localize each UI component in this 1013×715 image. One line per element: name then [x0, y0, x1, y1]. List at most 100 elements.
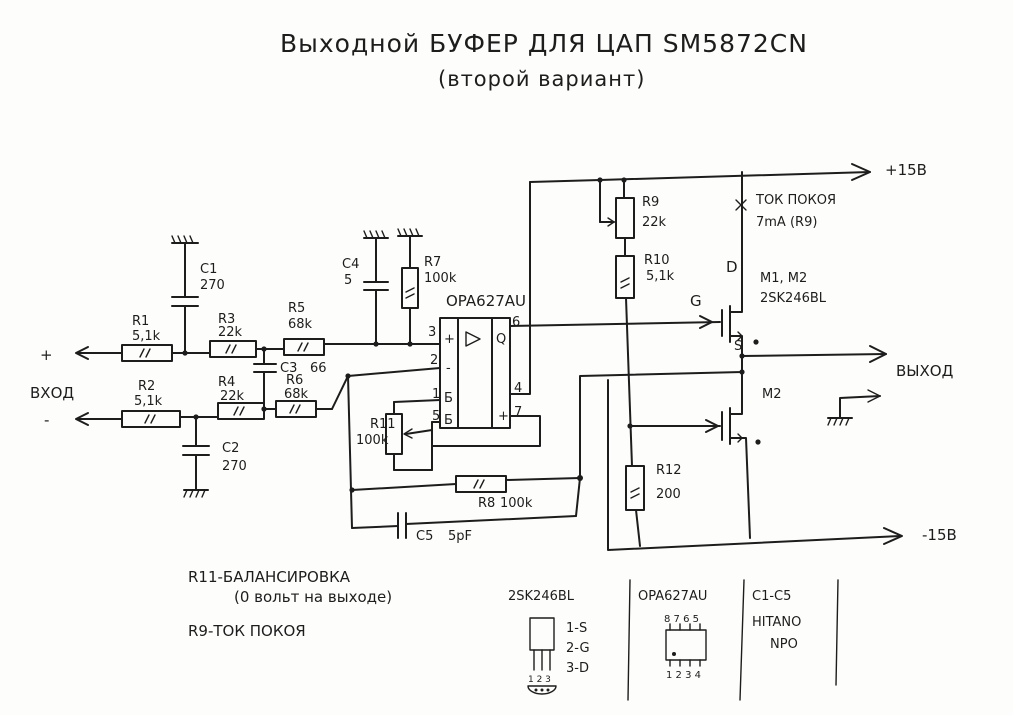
r4-value: 22k — [220, 389, 245, 404]
wire — [405, 515, 577, 525]
measure-point-icon — [735, 199, 747, 211]
opamp-plus2-mark: + — [498, 409, 509, 424]
note-r11-sub: (0 вольт на выходе) — [234, 588, 392, 606]
legend-cap-brand: HITANO — [752, 615, 801, 630]
c4-name: C4 — [342, 257, 359, 272]
r7-name: R7 — [424, 255, 441, 270]
rail-positive-label: +15В — [885, 161, 927, 179]
legend-pin2: 2-G — [566, 641, 590, 656]
input-plus-label: + — [40, 346, 53, 364]
r1-name: R1 — [132, 314, 149, 329]
resistor-r12 — [625, 465, 645, 547]
opamp-pin7: 7 — [514, 405, 522, 420]
resistor-r5 — [283, 338, 325, 356]
r12-value: 200 — [656, 487, 681, 502]
m1-label: M1, M2 — [760, 271, 807, 286]
input-minus-wire — [75, 412, 123, 426]
resistor-r7 — [401, 235, 419, 345]
m2-label: M2 — [762, 387, 782, 402]
ground-icon — [827, 389, 881, 426]
r6-value: 68k — [284, 387, 309, 402]
m1-gate-label: G — [690, 292, 702, 310]
capacitor-c5 — [397, 512, 407, 539]
trimmer-r9 — [599, 179, 635, 257]
r9-name: R9 — [642, 195, 659, 210]
ground-icon — [397, 228, 423, 237]
resistor-r1 — [121, 344, 173, 362]
r11-value: 100k — [356, 433, 389, 448]
c2-name: C2 — [222, 441, 239, 456]
resistor-r8 — [455, 475, 507, 493]
r5-name: R5 — [288, 301, 305, 316]
wire-output — [741, 353, 887, 357]
r11-name: R11 — [370, 417, 396, 432]
output-label: ВЫХОД — [896, 362, 953, 380]
legend-dividers — [627, 579, 839, 701]
rail-negative-label: -15В — [922, 526, 957, 544]
wire-gate-m1 — [509, 321, 721, 327]
diagram-subtitle: (второй вариант) — [438, 67, 645, 91]
legend-col1-title: 2SK246BL — [508, 589, 575, 604]
r7-value: 100k — [424, 271, 457, 286]
pin-dot — [753, 339, 759, 345]
c2-value: 270 — [222, 459, 247, 474]
resistor-r2 — [121, 410, 181, 428]
r10-value: 5,1k — [646, 269, 675, 284]
arrow — [883, 527, 903, 545]
input-label: ВХОД — [30, 384, 74, 402]
diagram-title: Выходной БУФЕР ДЛЯ ЦАП SM5872CN — [280, 29, 808, 58]
m1-source-label: S — [734, 339, 742, 354]
ground-icon — [363, 230, 389, 239]
arrow — [705, 419, 719, 433]
opamp-name: OPA627AU — [446, 292, 526, 310]
input-plus-wire — [75, 346, 123, 360]
r3-value: 22k — [218, 325, 243, 340]
wire — [505, 477, 581, 481]
wire-out-feedback — [575, 355, 743, 517]
arrow — [869, 345, 887, 363]
r9-value: 22k — [642, 215, 667, 230]
c1-value: 270 — [200, 278, 225, 293]
to92-pin-numbers: 1 2 3 — [528, 675, 551, 685]
junction — [577, 475, 583, 481]
input-minus-label: - — [44, 411, 49, 429]
r8-name: R8 — [478, 496, 495, 511]
opamp-body — [439, 317, 511, 429]
r4-name: R4 — [218, 375, 235, 390]
legend-col2-title: OPA627AU — [638, 589, 707, 604]
soic-package-icon — [665, 623, 707, 667]
opamp-pin6: 6 — [512, 315, 520, 330]
opamp-pin1: 1 — [432, 387, 440, 402]
opamp-pin5: 5 — [432, 409, 440, 424]
capacitor-c1 — [171, 242, 199, 354]
opamp-plus-mark: + — [444, 332, 455, 347]
m1-part: 2SK246BL — [760, 291, 827, 306]
idle-current-line1: ТОК ПОКОЯ — [755, 193, 836, 208]
resistor-r10 — [615, 255, 635, 467]
soic-bottom-pins: 1 2 3 4 — [666, 670, 701, 681]
arrow — [851, 163, 871, 181]
opamp-pin3: 3 — [428, 325, 436, 340]
r5-value: 68k — [288, 317, 313, 332]
soic-top-pins: 8 7 6 5 — [664, 614, 699, 625]
capacitor-c2 — [182, 416, 210, 491]
r2-name: R2 — [138, 379, 155, 394]
legend-pin3: 3-D — [566, 661, 589, 676]
r8-value: 100k — [500, 496, 533, 511]
note-r9: R9-ТОК ПОКОЯ — [188, 622, 306, 640]
r10-name: R10 — [644, 253, 670, 268]
wire-pin7 — [431, 415, 541, 447]
wire-feedback — [347, 375, 353, 529]
resistor-r6 — [275, 400, 317, 418]
legend-cap-type: NPO — [770, 637, 798, 652]
junction — [261, 406, 267, 412]
wire-v-plus — [509, 181, 531, 395]
wire — [351, 525, 399, 529]
r3-name: R3 — [218, 312, 235, 327]
rail-positive — [529, 171, 871, 183]
wire — [351, 483, 457, 491]
r12-name: R12 — [656, 463, 682, 478]
m1-drain-label: D — [726, 258, 738, 276]
opamp-q-mark: Q — [496, 332, 506, 347]
